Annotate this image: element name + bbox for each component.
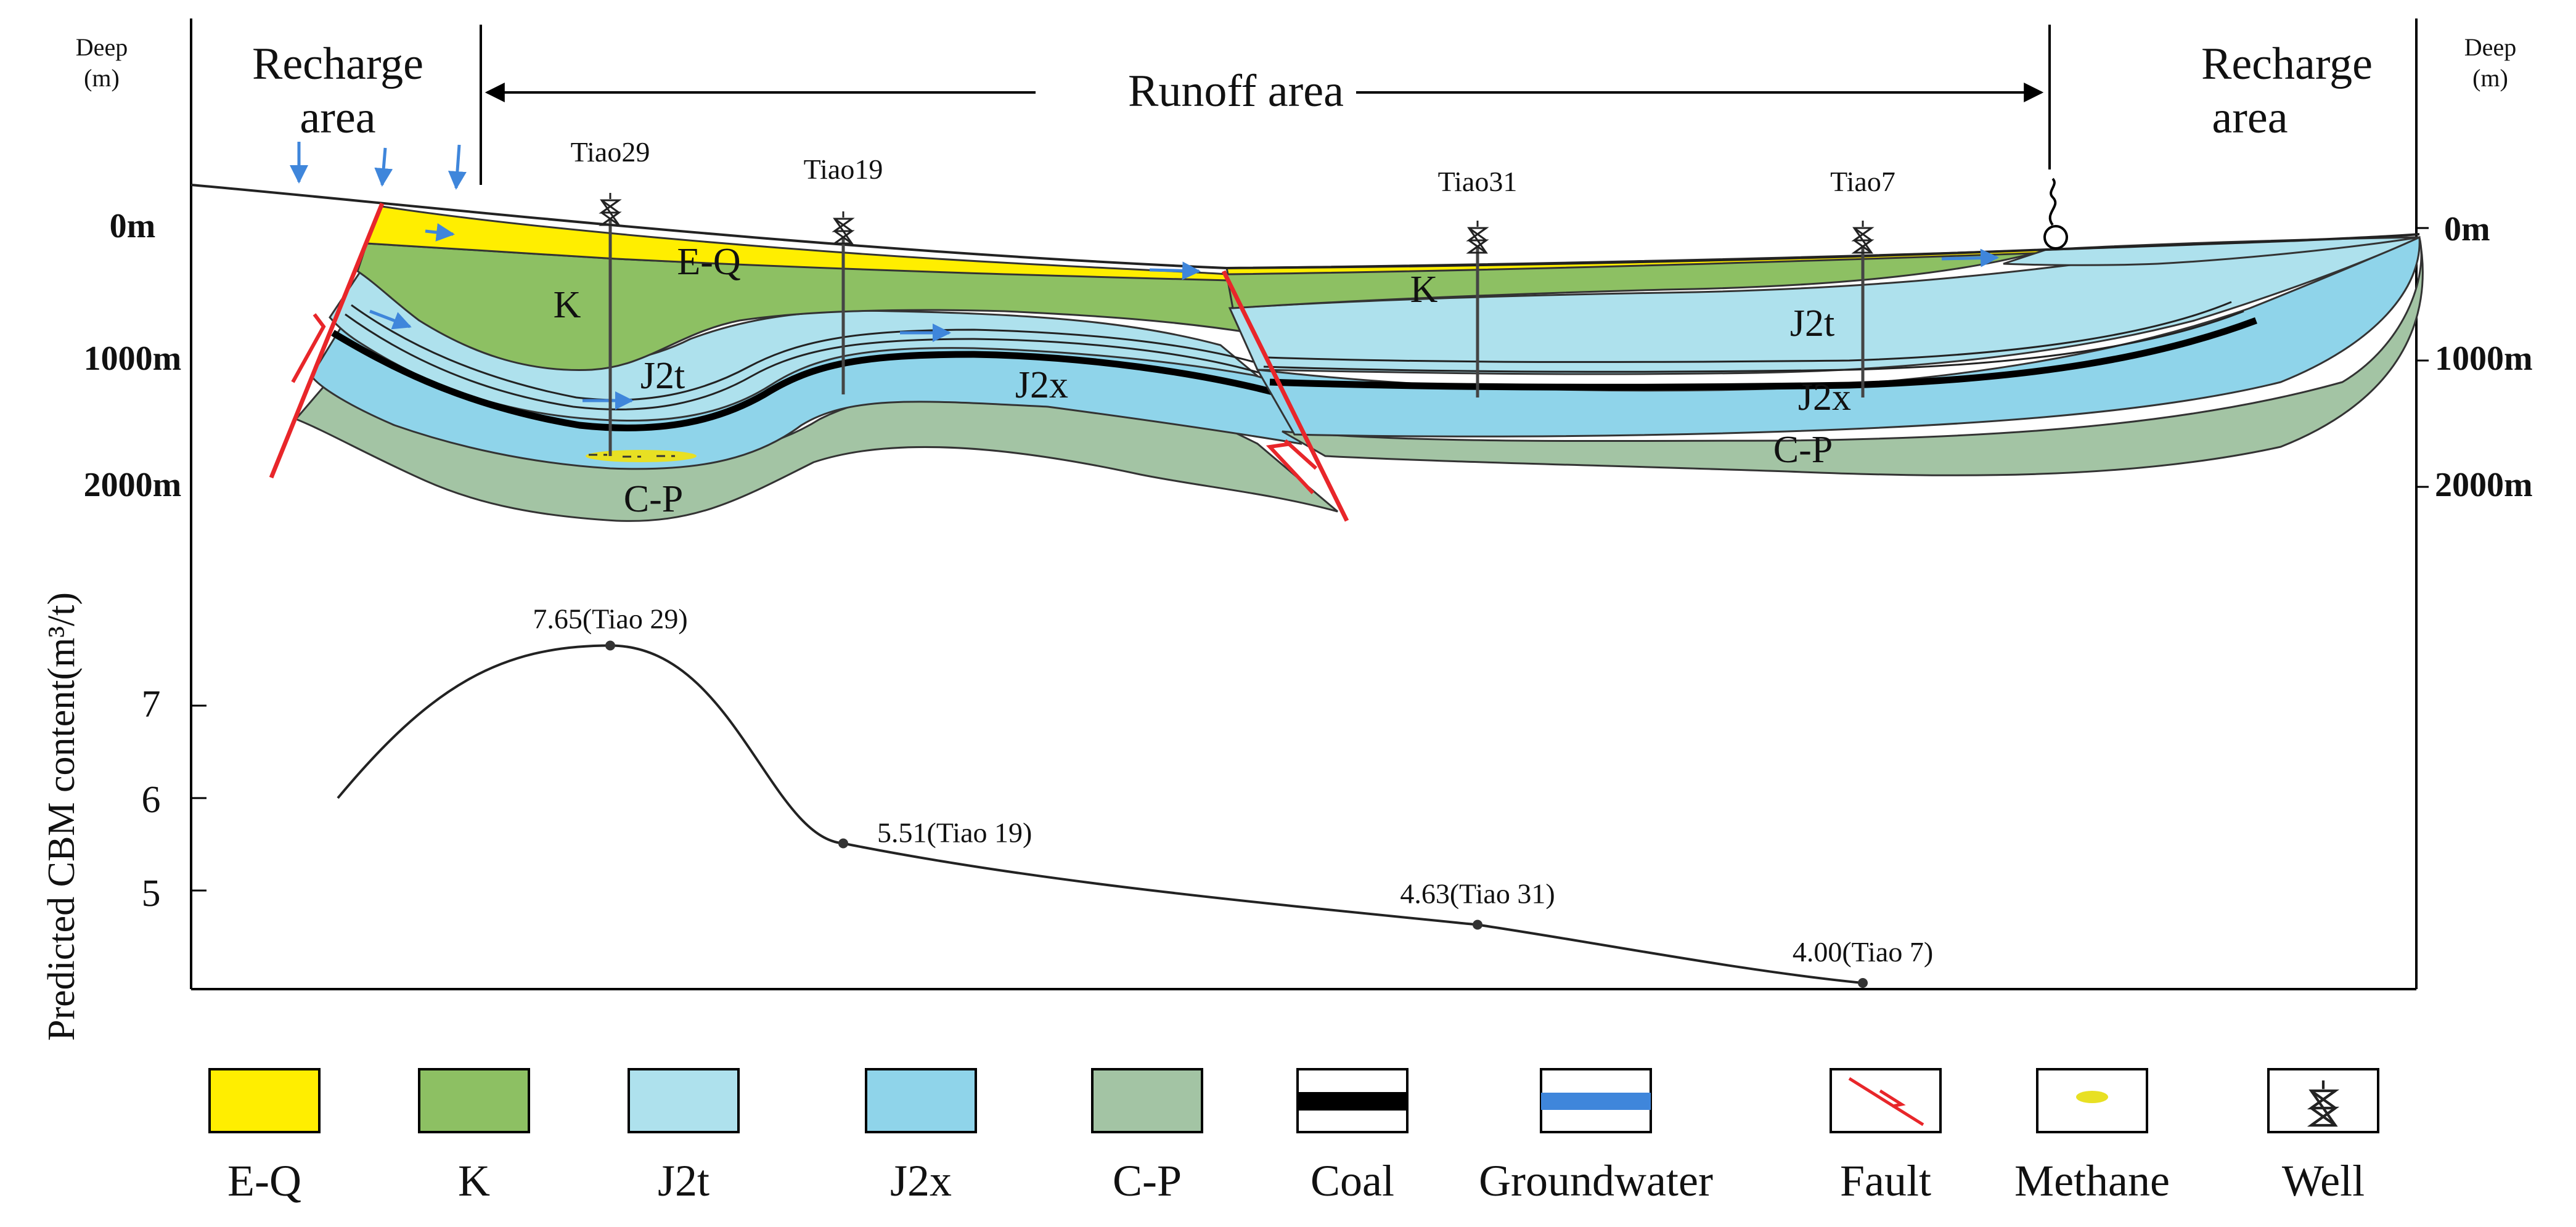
depth-axis-left: 0m 1000m 2000m [84,207,182,504]
label-j2t-right: J2t [1790,303,1834,344]
label-k-left: K [554,284,581,326]
legend-label-coal: Coal [1310,1156,1394,1205]
cbm-point-label: 4.00(Tiao 7) [1793,936,1933,968]
recharge-arrow-2 [374,147,393,187]
legend-label-fault: Fault [1840,1156,1931,1205]
fault-right-arrow [1266,442,1315,495]
well-label-tiao19: Tiao19 [804,153,883,185]
recharge-arrow-3 [448,144,467,190]
legend-label-j2t: J2t [658,1156,709,1205]
depth-tick-1000m-right: 1000m [2435,340,2533,378]
legend-swatch-well [2267,1068,2379,1133]
runoff-label: Runoff area [1128,66,1344,116]
ytick-label-6: 6 [142,779,161,821]
flow-arrow-2 [369,309,412,330]
cbm-point-label: 5.51(Tiao 19) [877,817,1032,849]
legend-item-coal: Coal [1296,1068,1409,1205]
depth-tick-2000m-left: 2000m [84,466,182,504]
depth-tick-0m-left: 0m [110,207,156,245]
cbm-trend-line [337,644,1863,984]
ytick-label-7: 7 [142,683,161,725]
legend: E-Q K J2t J2x C-P Coal Groundwater [208,1068,2379,1205]
thin-seam-right-1 [1263,310,2244,373]
legend-label-methane: Methane [2014,1156,2170,1205]
recharge-right-line2: area [2212,92,2288,143]
coal-seam-right [1269,317,2257,391]
legend-label-groundwater: Groundwater [1479,1156,1713,1205]
legend-label-j2x: J2x [890,1156,952,1205]
cbm-point [1473,919,1482,930]
legend-item-k: K [418,1068,530,1205]
legend-swatch-cp [1091,1068,1203,1133]
legend-swatch-j2x [865,1068,977,1133]
label-k-right: K [1410,269,1438,311]
legend-item-fault: Fault [1830,1068,1942,1205]
ytick-label-5: 5 [142,873,161,915]
deep-right-label: Deep [2464,33,2516,61]
flow-arrow-5 [1149,261,1201,280]
well-label-tiao7: Tiao7 [1830,166,1895,197]
label-cp-left: C-P [624,478,683,520]
fault-left [269,202,385,479]
deep-right-unit: (m) [2472,64,2508,92]
well-tiao29: Tiao29 [571,136,650,456]
legend-label-eq: E-Q [227,1156,301,1205]
legend-label-cp: C-P [1113,1156,1182,1205]
label-j2t-left: J2t [640,355,685,397]
well-label-tiao31: Tiao31 [1438,166,1518,197]
legend-swatch-j2t [628,1068,740,1133]
legend-item-methane: Methane [2014,1068,2170,1205]
cbm-chart: 7 6 5 Predicted CBM content(m³/t) 7.65(T… [41,592,2416,1041]
recharge-left-line2: area [300,92,375,143]
legend-item-well: Well [2267,1068,2379,1205]
deep-left-label: Deep [76,33,128,61]
legend-item-cp: C-P [1091,1068,1203,1205]
cbm-point [605,640,615,651]
well-tiao7: Tiao7 [1830,166,1895,397]
legend-label-k: K [458,1156,490,1205]
legend-swatch-eq [208,1068,321,1133]
depth-axis-right: 0m 1000m 2000m [2416,210,2533,504]
legend-item-eq: E-Q [208,1068,321,1205]
legend-item-j2x: J2x [865,1068,977,1205]
fault-left-arrow [291,313,326,383]
header: Deep (m) Recharge area Runoff area Recha… [76,25,2516,185]
flow-arrow-6 [1941,248,1999,267]
cbm-point [838,838,848,849]
legend-item-groundwater: Groundwater [1479,1068,1713,1205]
label-j2x-left: J2x [1015,364,1068,406]
chart-y-axis-label: Predicted CBM content(m³/t) [41,592,83,1041]
cbm-point-label: 4.63(Tiao 31) [1400,878,1555,910]
legend-item-j2t: J2t [628,1068,740,1205]
well-tiao31: Tiao31 [1438,166,1518,397]
coal-seam-left [331,330,1283,431]
spring-icon [2043,177,2068,250]
legend-label-well: Well [2282,1156,2365,1205]
recharge-left-line1: Recharge [252,39,423,89]
well-tiao19: Tiao19 [804,153,883,394]
label-j2x-right: J2x [1798,377,1851,418]
depth-tick-2000m-right: 2000m [2435,466,2533,504]
label-eq: E-Q [677,241,740,283]
thin-seam-left-2 [351,304,1270,401]
depth-tick-0m-right: 0m [2444,210,2490,248]
deep-left-unit: (m) [84,64,120,92]
depth-tick-1000m-left: 1000m [84,340,182,378]
ground-surface [190,184,2420,270]
label-cp-right: C-P [1773,429,1833,471]
cbm-point-label: 7.65(Tiao 29) [533,603,687,635]
recharge-right-line1: Recharge [2201,39,2373,89]
fault-right [1221,270,1349,522]
cbm-point [1858,978,1868,988]
well-label-tiao29: Tiao29 [571,136,650,168]
flow-arrow-1 [425,223,455,242]
geologic-section: E-Q K K J2t J2t J2x J2x C-P C-P Tiao29 T… [190,136,2424,522]
thin-seam-right-2 [1266,301,2232,363]
legend-swatch-k [418,1068,530,1133]
thin-seam-left-1 [345,313,1270,410]
